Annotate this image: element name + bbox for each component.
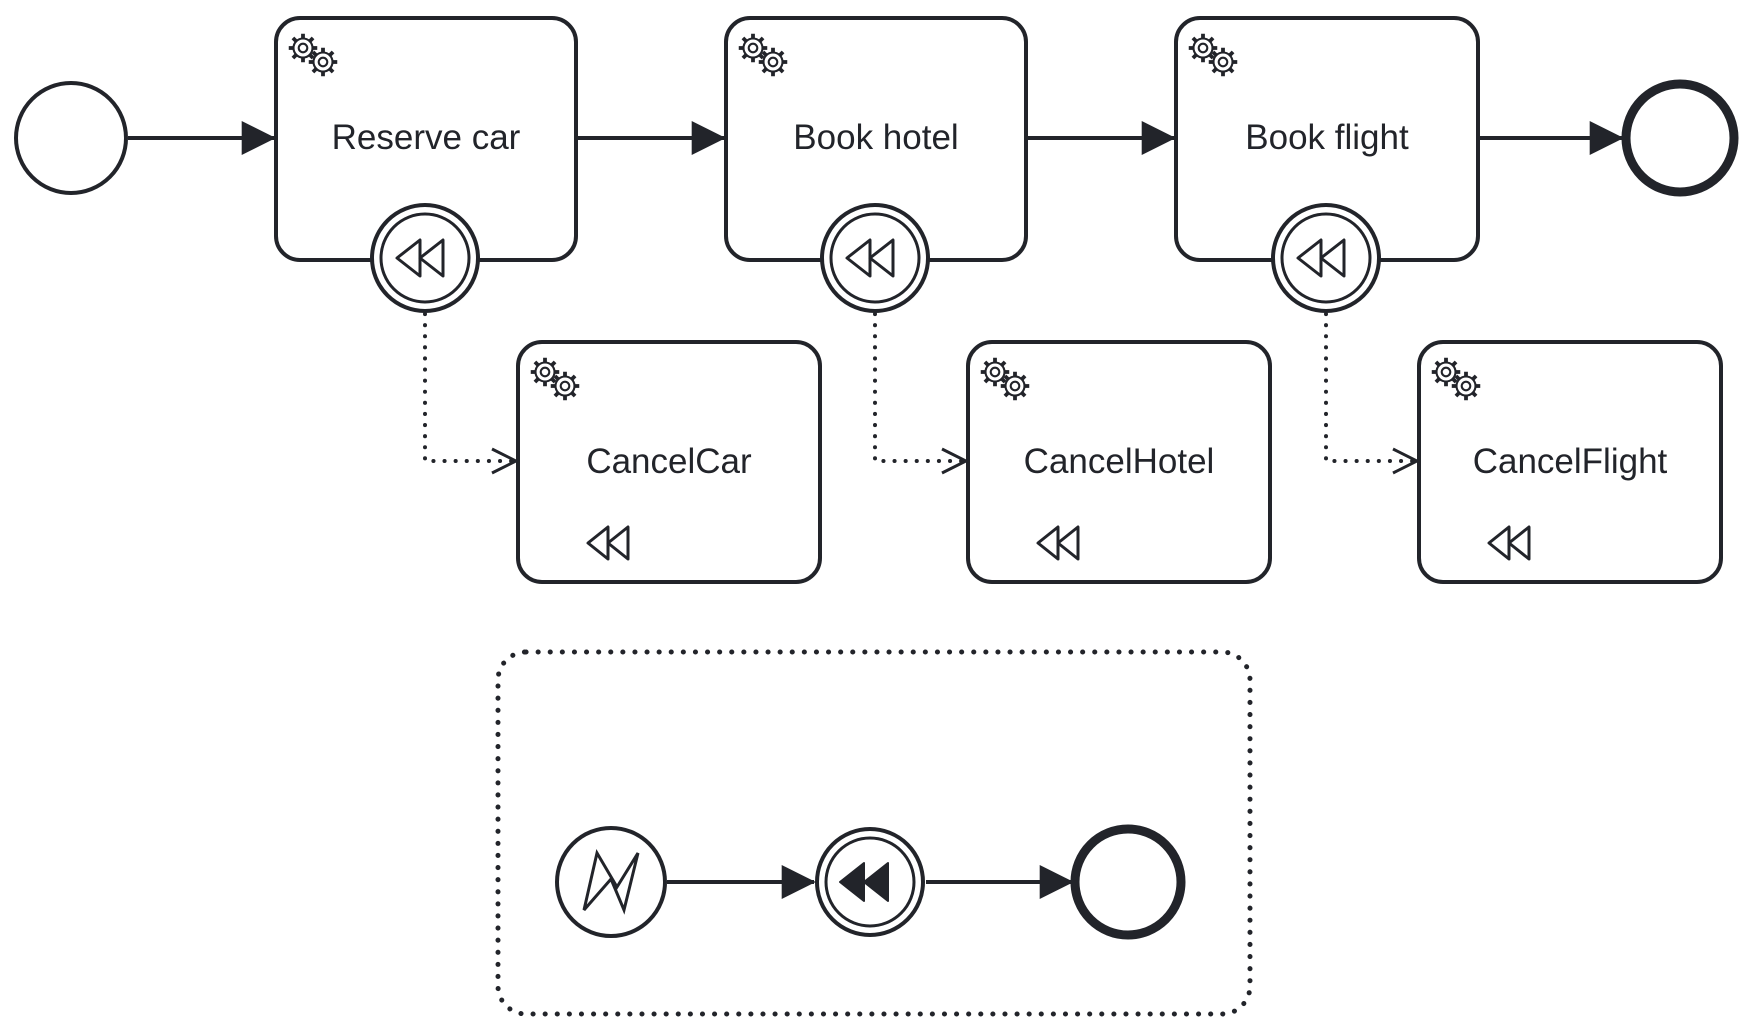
- boundary-compensation-event-reserve-car[interactable]: [370, 203, 480, 313]
- end-event[interactable]: [1621, 79, 1739, 197]
- task-label: Reserve car: [332, 118, 521, 157]
- compensation-task-cancel-hotel[interactable]: CancelHotel: [966, 340, 1272, 584]
- boundary-compensation-event-book-hotel[interactable]: [820, 203, 930, 313]
- task-label: Book flight: [1245, 118, 1409, 157]
- error-start-event[interactable]: [555, 826, 667, 938]
- task-book-flight[interactable]: Book flight: [1174, 16, 1480, 262]
- compensation-task-cancel-car[interactable]: CancelCar: [516, 340, 822, 584]
- task-label: CancelFlight: [1473, 442, 1668, 481]
- compensation-marker-icon: [1036, 525, 1080, 561]
- compensation-marker-icon: [1487, 525, 1531, 561]
- error-lightning-icon: [582, 848, 640, 915]
- event-subprocess[interactable]: [495, 649, 1253, 1017]
- association-book-flight-to-cancel-flight[interactable]: [1324, 312, 1417, 461]
- task-label: Book hotel: [793, 118, 958, 157]
- task-reserve-car[interactable]: Reserve car: [274, 16, 578, 262]
- compensation-filled-icon: [839, 862, 889, 902]
- start-event[interactable]: [14, 81, 128, 195]
- compensation-task-cancel-flight[interactable]: CancelFlight: [1417, 340, 1723, 584]
- task-label: CancelHotel: [1024, 442, 1215, 481]
- association-reserve-car-to-cancel-car[interactable]: [423, 312, 516, 461]
- compensation-icon: [845, 238, 895, 278]
- compensation-icon: [395, 238, 445, 278]
- boundary-compensation-event-book-flight[interactable]: [1271, 203, 1381, 313]
- compensation-marker-icon: [586, 525, 630, 561]
- compensation-icon: [1296, 238, 1346, 278]
- task-label: CancelCar: [586, 442, 752, 481]
- compensation-throw-event[interactable]: [815, 827, 925, 937]
- association-book-hotel-to-cancel-hotel[interactable]: [873, 312, 966, 461]
- subprocess-end-event[interactable]: [1070, 824, 1186, 940]
